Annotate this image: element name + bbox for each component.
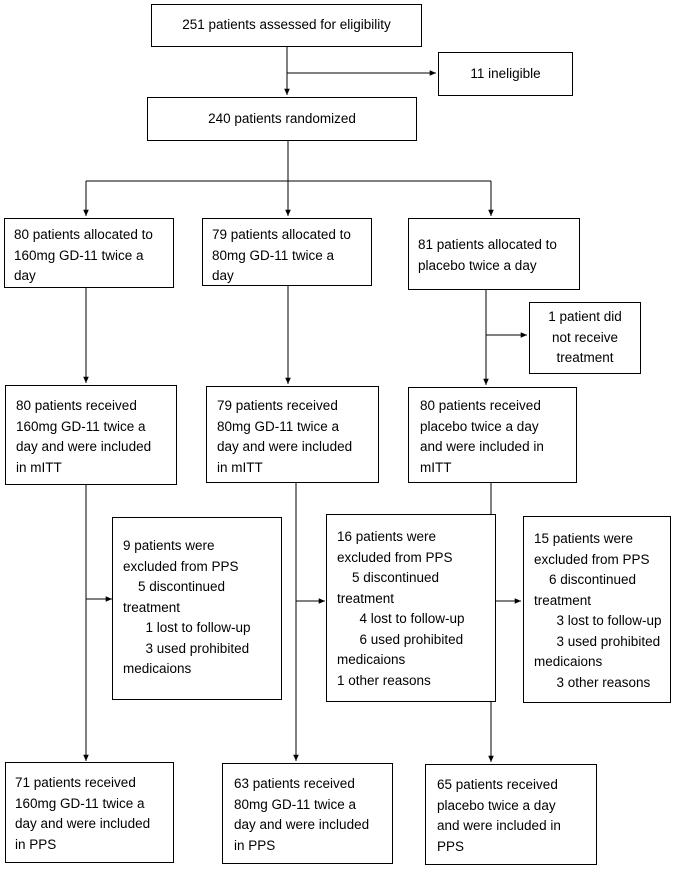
allocated-box-placebo: 81 patients allocated to placebo twice a… [408, 218, 580, 290]
randomized-box: 240 patients randomized [147, 97, 417, 141]
excluded-line: 3 used prohibited [534, 633, 661, 649]
mitt-line: placebo twice a day [420, 418, 539, 434]
excluded-line: 3 other reasons [534, 674, 651, 690]
excluded-line: medicaions [534, 654, 603, 669]
excluded-line: 9 patients were [123, 538, 215, 553]
excluded-line: 4 lost to follow-up [337, 611, 465, 626]
excluded-line: medicaions [337, 652, 406, 667]
excluded-line: medicaions [123, 661, 192, 676]
allocated-box-160mg: 80 patients allocated to 160mg GD-11 twi… [4, 218, 174, 288]
not-treated-box: 1 patient did not receive treatment [529, 302, 641, 374]
excluded-line: 1 other reasons [337, 672, 431, 688]
pps-box-placebo: 65 patients received placebo twice a day… [425, 764, 597, 865]
mitt-line: 79 patients received [217, 398, 338, 413]
not-treated-line: 1 patient did [548, 309, 622, 325]
mitt-line: mITT [420, 459, 452, 475]
mitt-box-80mg: 79 patients received 80mg GD-11 twice a … [206, 386, 379, 483]
mitt-line: 80 patients received [16, 398, 137, 413]
assessed-text: 251 patients assessed for eligibility [182, 17, 391, 33]
mitt-line: 160mg GD-11 twice a [16, 418, 146, 434]
excluded-line: treatment [337, 590, 395, 606]
mitt-line: in mITT [16, 459, 62, 475]
pps-line: 160mg GD-11 twice a [15, 795, 145, 811]
excluded-line: excluded from PPS [534, 551, 650, 567]
pps-box-80mg: 63 patients received 80mg GD-11 twice a … [222, 763, 393, 864]
excluded-line: 5 discontinued [123, 579, 226, 594]
pps-box-160mg: 71 patients received 160mg GD-11 twice a… [5, 762, 174, 863]
mitt-line: in mITT [217, 459, 263, 475]
allocated-line: day [14, 268, 36, 283]
allocated-line: 81 patients allocated to [418, 237, 557, 252]
pps-line: and were included in [437, 818, 561, 833]
mitt-line: and were included in [420, 439, 544, 454]
not-treated-line: not receive [551, 329, 619, 345]
excluded-line: 3 lost to follow-up [534, 613, 662, 628]
pps-line: in PPS [234, 837, 276, 853]
excluded-line: treatment [534, 592, 592, 608]
excluded-line: 6 discontinued [534, 572, 637, 587]
mitt-line: day and were included [217, 439, 353, 454]
ineligible-box: 11 ineligible [438, 52, 573, 96]
mitt-line: 80mg GD-11 twice a [217, 418, 340, 434]
allocated-line: 160mg GD-11 twice a [14, 247, 144, 263]
pps-line: 63 patients received [234, 776, 355, 791]
randomized-text: 240 patients randomized [208, 110, 356, 126]
pps-line: in PPS [15, 836, 57, 852]
not-treated-line: treatment [556, 350, 614, 366]
pps-line: placebo twice a day [437, 797, 556, 813]
allocated-line: day [212, 268, 234, 283]
allocated-line: 80mg GD-11 twice a [212, 247, 335, 263]
excluded-line: 5 discontinued [337, 570, 440, 585]
allocated-line: placebo twice a day [418, 257, 537, 273]
assessed-box: 251 patients assessed for eligibility [151, 4, 422, 47]
excluded-line: 3 used prohibited [123, 640, 250, 656]
pps-line: day and were included [15, 816, 151, 831]
mitt-line: 80 patients received [420, 398, 541, 413]
allocated-box-80mg: 79 patients allocated to 80mg GD-11 twic… [202, 218, 372, 286]
excluded-line: excluded from PPS [123, 558, 239, 574]
allocated-line: 80 patients allocated to [14, 227, 153, 242]
excluded-box-160mg: 9 patients were excluded from PPS 5 disc… [112, 517, 282, 700]
mitt-line: day and were included [16, 439, 152, 454]
pps-line: 80mg GD-11 twice a [234, 796, 357, 812]
pps-line: PPS [437, 838, 465, 854]
excluded-line: 16 patients were [337, 529, 437, 544]
excluded-box-80mg: 16 patients were excluded from PPS 5 dis… [326, 514, 496, 702]
pps-line: 71 patients received [15, 775, 136, 790]
mitt-box-160mg: 80 patients received 160mg GD-11 twice a… [5, 385, 177, 485]
pps-line: day and were included [234, 817, 370, 832]
excluded-line: excluded from PPS [337, 549, 453, 565]
mitt-box-placebo: 80 patients received placebo twice a day… [408, 387, 577, 483]
excluded-box-placebo: 15 patients were excluded from PPS 6 dis… [523, 516, 671, 703]
excluded-line: 1 lost to follow-up [123, 620, 251, 635]
excluded-line: treatment [123, 599, 181, 615]
pps-line: 65 patients received [437, 777, 558, 792]
excluded-line: 6 used prohibited [337, 631, 464, 647]
excluded-line: 15 patients were [534, 531, 634, 546]
allocated-line: 79 patients allocated to [212, 227, 351, 242]
ineligible-text: 11 ineligible [470, 65, 541, 81]
